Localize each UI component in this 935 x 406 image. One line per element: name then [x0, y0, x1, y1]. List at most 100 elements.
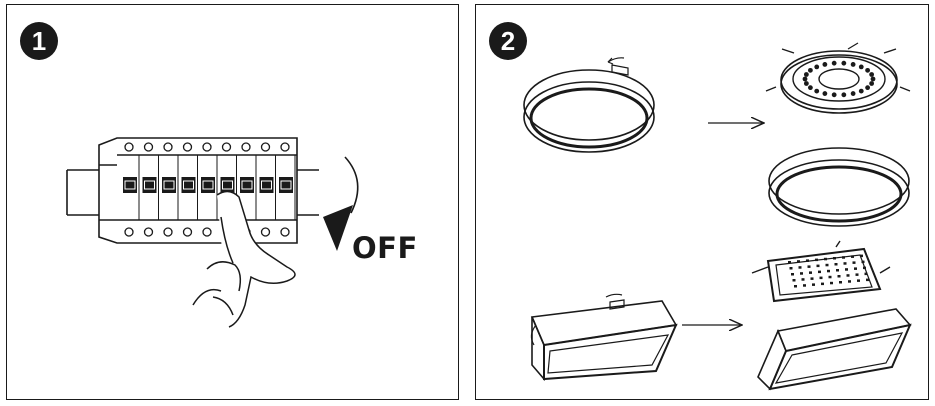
breaker-part — [202, 180, 214, 190]
round-mounting-plate-icon — [765, 42, 911, 114]
mounting-plate-holes — [802, 60, 876, 98]
plate-hole — [836, 269, 839, 272]
plate-hole — [819, 276, 823, 280]
plate-hole — [855, 273, 859, 276]
breaker-part — [124, 142, 134, 152]
step-1-panel: 1 OFF — [6, 4, 459, 400]
plate-hole — [803, 284, 806, 287]
breaker-modules — [123, 142, 296, 237]
plate-hole — [831, 60, 837, 66]
plate-hole — [860, 254, 863, 258]
step-1-number: 1 — [20, 22, 58, 60]
plate-hole — [854, 267, 857, 270]
plate-hole — [842, 256, 845, 259]
plate-hole — [869, 72, 875, 77]
breaker-part — [182, 227, 193, 237]
breaker-part — [124, 227, 134, 237]
plate-hole — [858, 88, 864, 94]
breaker-part — [261, 180, 272, 190]
plate-hole — [814, 88, 820, 94]
off-label: OFF — [352, 231, 418, 265]
plate-hole — [809, 271, 812, 274]
plate-hole — [798, 266, 802, 269]
hand-icon — [192, 190, 296, 328]
breaker-part — [202, 227, 212, 237]
plate-hole — [797, 260, 800, 263]
plate-hole — [863, 266, 866, 270]
breaker-part — [280, 142, 290, 152]
plate-hole — [794, 285, 797, 288]
plate-hole — [852, 261, 856, 264]
plate-hole — [866, 278, 869, 282]
plate-hole — [807, 85, 813, 91]
plate-hole — [806, 259, 809, 262]
plate-hole — [807, 265, 811, 268]
step-2-panel: 2 — [475, 4, 929, 400]
plate-hole — [810, 277, 814, 280]
plate-hole — [846, 274, 850, 277]
square-ceiling-light-icon — [530, 293, 678, 382]
square-mounting-plate-icon — [751, 240, 891, 303]
breaker-part — [202, 142, 212, 152]
plate-hole — [865, 85, 871, 91]
plate-hole — [824, 257, 827, 261]
plate-hole — [828, 275, 832, 279]
breaker-part — [163, 142, 173, 152]
breaker-part — [163, 227, 173, 237]
plate-hole — [857, 279, 860, 282]
plate-hole — [816, 264, 820, 268]
plate-hole — [861, 260, 865, 264]
plate-hole — [791, 273, 794, 276]
plate-hole — [869, 81, 875, 86]
breaker-part — [221, 142, 232, 152]
breaker-part — [124, 180, 136, 190]
plate-hole — [833, 257, 836, 260]
plate-hole — [839, 281, 842, 284]
plate-hole — [827, 269, 830, 273]
plate-hole — [788, 261, 791, 264]
round-ceiling-light-icon — [523, 57, 655, 153]
plate-hole — [802, 76, 808, 82]
plate-hole — [818, 270, 821, 274]
plate-hole — [870, 76, 876, 82]
breaker-part — [280, 227, 290, 237]
removal-illustration — [523, 42, 912, 391]
plate-hole — [815, 258, 818, 262]
plate-hole — [850, 62, 856, 67]
plate-hole — [801, 278, 805, 281]
plate-hole — [865, 67, 871, 73]
square-ceiling-light-removed-icon — [757, 308, 912, 391]
plate-hole — [830, 281, 833, 285]
breaker-part — [163, 180, 175, 190]
plate-hole — [848, 280, 851, 283]
plate-hole — [834, 263, 838, 266]
breaker-part — [144, 180, 155, 190]
breaker-part — [143, 227, 154, 237]
plate-hole — [837, 275, 841, 278]
breaker-part — [241, 180, 253, 190]
plate-hole — [800, 272, 803, 275]
plate-hole — [843, 262, 847, 265]
rotation-arrow-icon — [323, 156, 359, 251]
breaker-part — [241, 142, 251, 152]
plate-hole — [822, 91, 828, 96]
plate-hole — [814, 64, 820, 70]
plate-hole — [825, 263, 829, 267]
step-2-number: 2 — [489, 22, 527, 60]
plate-hole — [864, 272, 868, 276]
breaker-part — [143, 142, 154, 152]
plate-hole — [792, 279, 796, 282]
plate-hole — [841, 92, 847, 98]
breaker-illustration — [66, 137, 359, 328]
plate-hole — [822, 62, 828, 67]
plate-hole — [803, 81, 809, 86]
breaker-part — [182, 142, 193, 152]
plate-hole — [831, 92, 837, 98]
plate-hole — [821, 282, 824, 286]
plate-hole — [850, 91, 856, 96]
breaker-part — [222, 180, 233, 190]
plate-hole — [789, 267, 793, 270]
square-plate-holes — [788, 254, 869, 288]
breaker-part — [280, 180, 292, 190]
breaker-part — [260, 227, 271, 237]
